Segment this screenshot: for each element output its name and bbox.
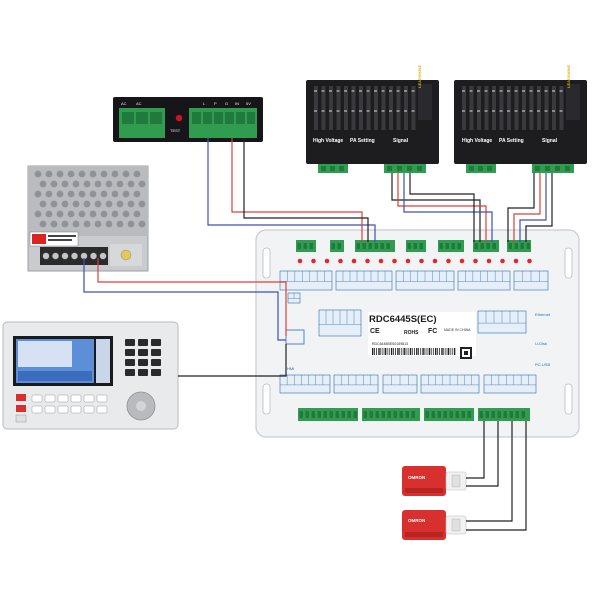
- wire-7: [513, 173, 541, 242]
- wire-4: [397, 173, 487, 242]
- wire-9: [525, 173, 553, 242]
- limit-switch-1-label: OMRON: [408, 475, 426, 480]
- test-label: TEST: [170, 128, 181, 133]
- wire-12: [83, 258, 286, 341]
- hmi-label: HMI: [287, 366, 295, 371]
- pc-usb-label: PC-USB: [535, 362, 551, 367]
- psu-terminal-ac2: AC: [136, 101, 142, 106]
- wire-3: [391, 173, 481, 242]
- made-in-label: MADE IN CHINA: [444, 328, 471, 332]
- wire-14: [466, 421, 485, 479]
- psu-terminal-5v: 5V: [246, 101, 251, 106]
- driver2-signal: Signal: [542, 138, 558, 144]
- fcc-mark: FC: [428, 328, 438, 335]
- wire-2: [243, 138, 369, 242]
- wire-15: [466, 421, 499, 487]
- psu-terminal-g: G: [225, 101, 229, 106]
- stepper-driver-2: [454, 80, 587, 173]
- wire-0: [207, 138, 376, 242]
- driver2-high-voltage: High Voltage: [462, 138, 493, 144]
- serial-number: RDC6445BES0159813: [372, 342, 408, 346]
- psu-terminal-in: IN: [235, 101, 239, 106]
- control-panel-hmi: [2, 321, 179, 430]
- psu-terminal-ac1: AC: [121, 101, 127, 106]
- driver2-brand: LEADSHINE: [566, 64, 571, 88]
- wire-17: [466, 421, 527, 531]
- switching-power-supply: [27, 165, 149, 272]
- ce-mark: CE: [370, 328, 380, 335]
- rohs-mark: ROHS: [404, 330, 419, 336]
- ethernet-label: Ethernet: [535, 312, 551, 317]
- stepper-driver-1: [306, 80, 439, 173]
- limit-switch-1: [402, 466, 467, 496]
- driver1-brand: LEADSHINE: [417, 64, 422, 88]
- wire-8: [519, 173, 547, 242]
- limit-switch-2-label: OMRON: [408, 518, 426, 523]
- psu-terminal-p: P: [214, 101, 217, 106]
- driver1-high-voltage: High Voltage: [313, 138, 344, 144]
- laser-power-supply-terminal: [113, 97, 263, 142]
- limit-switch-2: [402, 510, 467, 540]
- wire-1: [231, 138, 363, 242]
- wire-10: [507, 173, 535, 242]
- wires: [83, 138, 553, 531]
- usb-label: U-Disk: [535, 341, 547, 346]
- driver1-signal: Signal: [393, 138, 409, 144]
- wire-5: [403, 173, 493, 242]
- wire-6: [409, 173, 475, 242]
- controller-board: [255, 229, 580, 438]
- driver1-pa-setting: PA Setting: [350, 138, 375, 144]
- wire-16: [466, 421, 513, 522]
- test-button-icon: [175, 114, 183, 122]
- controller-model: RDC6445S(EC): [369, 314, 437, 325]
- wire-11: [97, 258, 287, 336]
- psu-terminal-l: L: [203, 101, 206, 106]
- driver2-pa-setting: PA Setting: [499, 138, 524, 144]
- wire-13: [178, 344, 287, 377]
